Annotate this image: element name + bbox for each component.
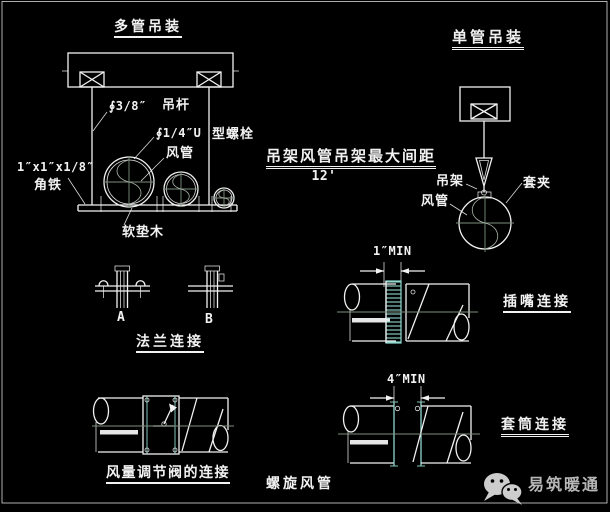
anchor-box-icon <box>79 71 105 88</box>
seam-band <box>350 440 388 445</box>
sleeve-joint-drawing <box>338 386 480 467</box>
spiral-seam <box>181 397 198 452</box>
seam-band <box>352 318 390 323</box>
slip-joint-dim: 1″MIN <box>373 244 412 258</box>
spiral-seam <box>446 411 464 464</box>
duct-label-right: 风管 <box>421 194 450 209</box>
angle-size-label: 1″x1″x1/8″ <box>17 160 95 174</box>
damper-body <box>142 395 180 455</box>
spacing-note-value: 12' <box>311 169 337 184</box>
clamp-saddle <box>477 191 492 199</box>
spiral-seam <box>208 408 224 453</box>
dim-arrow-icon <box>401 268 409 274</box>
u-bolt-legs <box>100 196 232 212</box>
leader-line <box>140 157 165 182</box>
rivet-icon <box>410 289 416 295</box>
clamp-label: 套夹 <box>523 176 552 191</box>
spiral-seam <box>445 304 464 342</box>
multi-duct-title: 多管吊装 <box>114 19 182 39</box>
duct-circle-medium <box>163 171 199 207</box>
single-duct-drawing <box>449 86 523 252</box>
spiral-seam <box>407 283 430 340</box>
leader-line <box>92 111 108 132</box>
sleeve-joint-dim: 4″MIN <box>387 372 426 386</box>
seam-band <box>100 430 138 435</box>
detail-a-label: A <box>117 310 126 325</box>
dim-arrow-icon <box>421 395 429 401</box>
ubolt-name-label: 型螺栓 <box>212 127 255 142</box>
angle-iron-rail <box>77 204 238 212</box>
dim-arrow-icon <box>386 395 394 401</box>
multi-duct-drawing <box>62 52 239 226</box>
hanger-triangle <box>475 157 493 189</box>
duct-circle <box>456 194 514 252</box>
slip-joint-title: 插嘴连接 <box>503 294 571 314</box>
leader-line <box>123 207 133 226</box>
ceiling-beam <box>459 86 511 122</box>
hanger-label: 吊架 <box>436 174 465 189</box>
pad-label: 软垫木 <box>122 225 165 240</box>
angle-name-label: 角铁 <box>34 178 63 193</box>
spiral-duct-label: 螺旋风管 <box>266 476 334 492</box>
brand-label: 易筑暖通 <box>528 475 601 494</box>
duct-circle-small <box>213 187 235 209</box>
damper-title: 风量调节阀的连接 <box>106 465 230 485</box>
wechat-icon <box>484 473 523 505</box>
duct-label-left: 风管 <box>166 146 195 161</box>
ceiling-beam <box>67 52 234 88</box>
damper-drawing <box>92 395 234 455</box>
ubolt-size-label: ∮1/4″U <box>156 126 202 140</box>
bolt-icon <box>172 447 178 453</box>
flange-detail-b <box>188 265 233 308</box>
clamp-link <box>481 189 487 196</box>
detail-b-label: B <box>205 312 214 327</box>
rod-size-label: ∮3/8″ <box>109 99 147 113</box>
leader-line <box>133 136 155 160</box>
single-duct-title: 单管吊装 <box>452 29 525 50</box>
pipe-break-loop <box>342 405 360 433</box>
flange-detail-a <box>95 265 150 308</box>
bolt-icon <box>144 397 150 403</box>
bolt-icon <box>144 447 150 453</box>
duct-circle-large <box>103 156 155 208</box>
pipe-break-loop <box>343 283 361 311</box>
leader-line <box>465 183 478 190</box>
bolt-icon <box>172 397 178 403</box>
damper-handle-icon <box>153 403 177 427</box>
pipe-break-loop <box>453 313 470 341</box>
slip-joint-drawing <box>337 262 478 344</box>
pipe-break-loop <box>92 397 110 425</box>
rivet-icon <box>414 405 421 412</box>
dim-arrow-icon <box>376 268 384 274</box>
pipe-break-loop <box>455 434 472 462</box>
flange-title: 法兰连接 <box>136 334 204 354</box>
pipe-break-loop <box>212 424 229 452</box>
sleeve-joint-title: 套筒连接 <box>501 417 569 438</box>
spacing-note-text: 吊架风管吊架最大间距 <box>266 148 437 169</box>
leader-line <box>505 182 523 204</box>
border-frame <box>1 1 608 504</box>
anchor-box-icon <box>196 71 222 88</box>
rivet-icon <box>394 405 401 412</box>
leader-line <box>449 203 468 216</box>
rod-name-label: 吊杆 <box>162 98 191 113</box>
leader-line <box>67 177 86 205</box>
anchor-box-icon <box>470 103 498 120</box>
